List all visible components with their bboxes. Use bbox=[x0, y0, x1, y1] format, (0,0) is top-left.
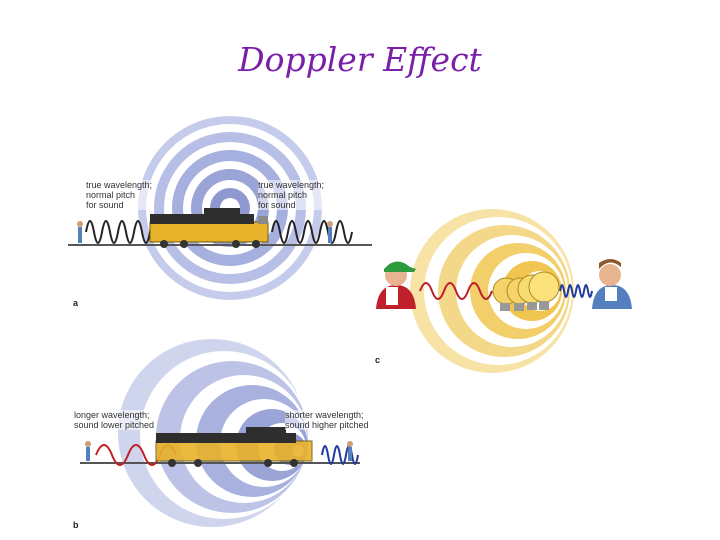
person-icon-left-a bbox=[77, 221, 83, 243]
train-icon-b bbox=[155, 427, 313, 467]
train-icon-a bbox=[149, 208, 269, 248]
person-icon-left-b bbox=[85, 441, 91, 461]
label-a-right: true wavelength; normal pitch for sound bbox=[258, 180, 325, 210]
label-a-left-line1: true wavelength; bbox=[86, 180, 153, 190]
wave-right-b bbox=[321, 445, 359, 465]
label-a-left-line3: for sound bbox=[86, 200, 124, 210]
man-icon bbox=[592, 259, 632, 309]
label-b-left-line1: longer wavelength; bbox=[74, 410, 150, 420]
wave-red-c bbox=[419, 282, 493, 300]
label-b-left: longer wavelength; sound lower pitched bbox=[74, 410, 155, 430]
label-a-left-line2: normal pitch bbox=[86, 190, 136, 200]
panel-a-diagram bbox=[68, 116, 372, 300]
wave-blue-c bbox=[559, 284, 593, 298]
label-b-right-line1: shorter wavelength; bbox=[285, 410, 364, 420]
lightbulb-icon bbox=[492, 271, 560, 311]
person-icon-right-a bbox=[327, 221, 333, 243]
label-a-right-line3: for sound bbox=[258, 200, 296, 210]
label-a-left: true wavelength; normal pitch for sound bbox=[86, 180, 153, 210]
label-a-right-line1: true wavelength; bbox=[258, 180, 325, 190]
label-b-right-line2: sound higher pitched bbox=[285, 420, 369, 430]
person-icon-right-b bbox=[347, 441, 353, 461]
man-with-cap-icon bbox=[376, 261, 416, 309]
label-b-left-line2: sound lower pitched bbox=[74, 420, 155, 430]
panel-c-letter: c bbox=[375, 355, 381, 365]
page-title: Doppler Effect bbox=[238, 40, 482, 79]
label-a-right-line2: normal pitch bbox=[258, 190, 308, 200]
panel-a-letter: a bbox=[73, 298, 79, 308]
panel-c-diagram bbox=[376, 209, 632, 373]
label-b-right: shorter wavelength; sound higher pitched bbox=[285, 410, 369, 430]
panel-b-diagram bbox=[80, 339, 360, 527]
panel-b-letter: b bbox=[73, 520, 79, 530]
wave-right-a bbox=[271, 220, 353, 244]
